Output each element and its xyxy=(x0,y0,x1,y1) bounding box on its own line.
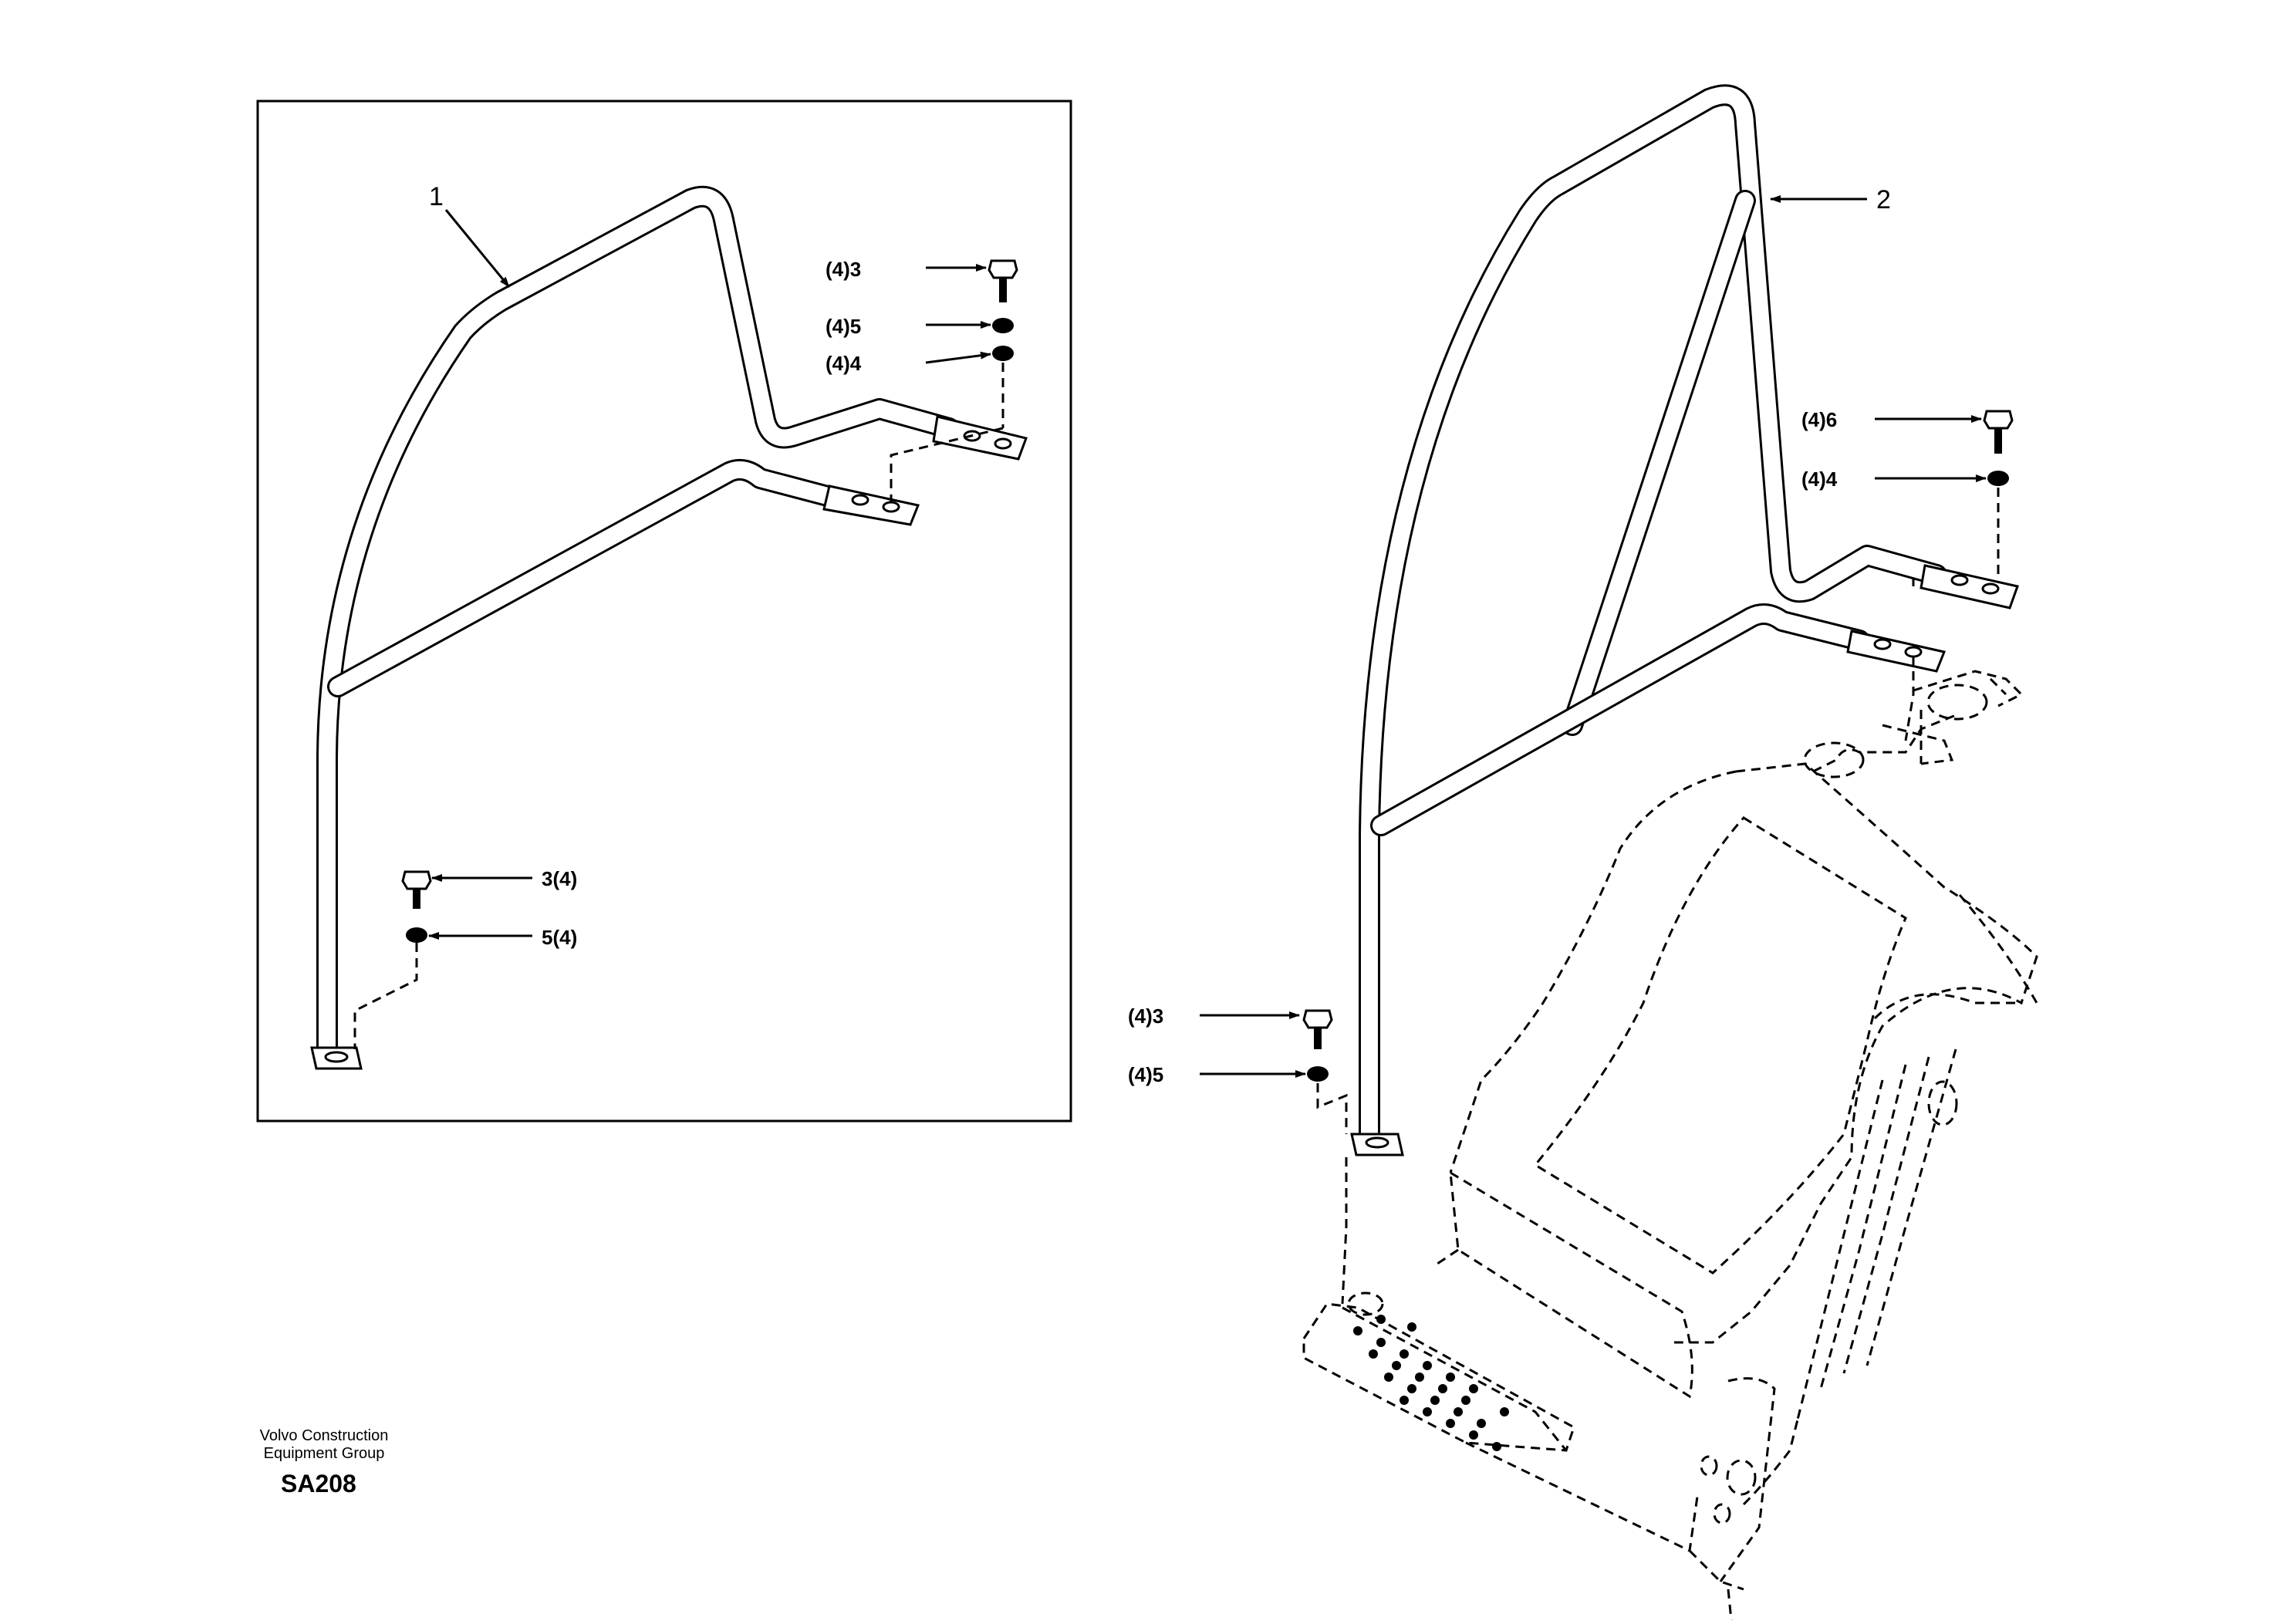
bolt-icon xyxy=(1302,1009,1333,1049)
label-5-4: 5(4) xyxy=(542,926,577,949)
washer-icon xyxy=(1987,471,2009,486)
company-line-2: Equipment Group xyxy=(263,1445,385,1462)
bolt-icon xyxy=(401,870,432,909)
label-3-4: 3(4) xyxy=(542,867,577,890)
step-plate xyxy=(1342,1291,1568,1451)
washer-icon xyxy=(992,318,1014,333)
bolt-icon xyxy=(1983,410,2014,454)
bolt-icon xyxy=(988,259,1018,302)
label-4-3-right: (4)3 xyxy=(1128,1004,1163,1028)
lock-washer-icon xyxy=(992,346,1014,361)
diagram-code: SA208 xyxy=(281,1470,356,1497)
seat-outline xyxy=(1302,670,2038,1624)
label-4-3: (4)3 xyxy=(826,258,861,281)
handrail-1 xyxy=(310,185,1028,1070)
handrail-2 xyxy=(1350,84,2019,1156)
item-1-label: 1 xyxy=(429,182,444,211)
label-4-5: (4)5 xyxy=(826,315,861,338)
label-4-6: (4)6 xyxy=(1801,408,1837,431)
label-4-5-right: (4)5 xyxy=(1128,1063,1163,1086)
step-dots xyxy=(1353,1315,1509,1451)
company-line-1: Volvo Construction xyxy=(259,1427,389,1444)
inset-frame xyxy=(256,100,1072,1123)
washer-icon xyxy=(1307,1066,1329,1082)
label-4-4: (4)4 xyxy=(826,352,862,375)
item-2-label: 2 xyxy=(1876,185,1891,214)
company-credit: Volvo Construction Equipment Group xyxy=(231,1427,417,1463)
label-4-4-right: (4)4 xyxy=(1801,468,1838,491)
washer-icon xyxy=(406,927,427,943)
